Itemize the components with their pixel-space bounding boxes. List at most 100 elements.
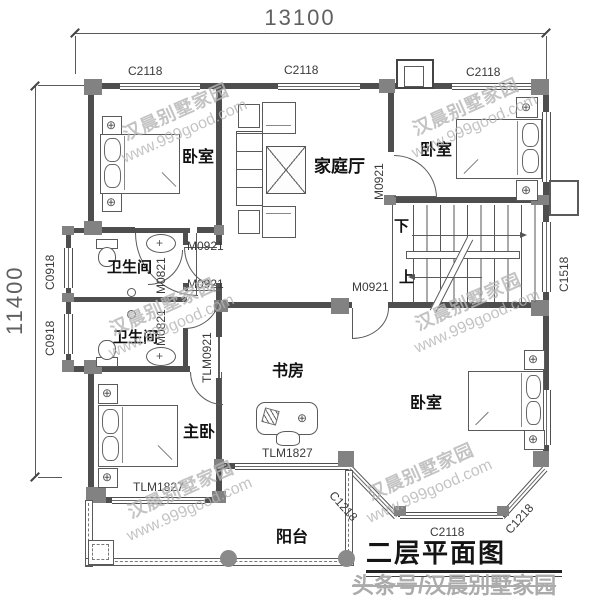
pillar: [86, 487, 106, 503]
door-leaf-bathroom-lower: [185, 290, 221, 291]
balcony-column: [220, 550, 237, 567]
window-c0918-lower: [64, 314, 73, 354]
balcony-rail-left: [85, 500, 93, 567]
pillar: [214, 225, 224, 235]
dim-extension: [75, 36, 76, 74]
code-tlm1827-master: TLM1827: [133, 480, 184, 494]
wall-study-bottom: [216, 463, 235, 469]
pillar: [394, 506, 406, 516]
code-c0918-lower: C0918: [43, 320, 57, 356]
door-leaf-bedroom2: [394, 196, 436, 197]
plan-title: 二层平面图: [366, 538, 507, 568]
nightstand: ⊕: [516, 97, 538, 118]
wall-right: [543, 83, 549, 112]
window-c2118-top-right: [452, 83, 535, 90]
tea-table-glass: [266, 146, 306, 194]
pillar: [531, 79, 549, 95]
footer-watermark: 头条号/汉晨别墅家园: [352, 573, 557, 598]
stair-up-label: 上: [399, 269, 415, 286]
nightstand: ⊕: [98, 468, 118, 488]
wall-left-upper: [88, 83, 94, 233]
pillar: [62, 293, 74, 302]
wall-bedroom2-west: [388, 83, 394, 152]
door-tlm1827-study: [235, 463, 350, 470]
pillar: [338, 451, 354, 467]
wall-bath-top: [66, 228, 190, 233]
toilet-bowl: [98, 340, 116, 360]
wall-mid-horizontal: [216, 302, 352, 308]
sink: [146, 347, 176, 366]
stair-down-arrow: [412, 235, 525, 236]
wall-bath-left: [66, 228, 71, 248]
wall-bedroom1-bottom: [197, 227, 222, 233]
wall-bath-divider: [66, 297, 187, 302]
wall-master-left: [88, 366, 94, 503]
side-table: [238, 104, 260, 128]
window-c2118-top-center: [278, 83, 360, 90]
toilet-bowl: [98, 247, 116, 267]
pillar: [62, 360, 74, 372]
flower-icon: ⊕: [102, 470, 113, 484]
wall-stair-bottom: [388, 302, 549, 308]
room-label-family-hall: 家庭厅: [314, 157, 365, 176]
door-leaf-corridor: [184, 247, 217, 248]
room-label-bedroom-topright: 卧室: [420, 142, 453, 159]
balcony-rail-right-dash: [348, 473, 349, 557]
window-bedroom2-right: [542, 112, 551, 182]
window-c2118-top-left: [120, 83, 200, 90]
pillar: [331, 298, 349, 314]
wall-right: [543, 292, 549, 390]
code-c2118-topright: C2118: [466, 65, 501, 79]
pillar: [84, 79, 102, 95]
title-underline-thin: [366, 576, 562, 577]
wall-bedroom2-bottom: [388, 197, 549, 203]
dim-extension: [546, 36, 547, 80]
code-m0921-corridor: M0921: [187, 277, 224, 291]
room-label-bathroom-lower: 卫生间: [113, 329, 159, 346]
side-table: [238, 210, 260, 234]
stair-stringer: [392, 205, 393, 302]
code-m0821-upper: M0821: [154, 257, 168, 294]
stair-up-arrow: [414, 277, 482, 278]
sliding-door-tlm0921: [218, 337, 220, 378]
pillar: [379, 79, 395, 93]
bed-bottomright: [468, 371, 544, 431]
room-label-bedroom-bottomright: 卧室: [410, 395, 443, 412]
plus-icon: +: [156, 349, 164, 363]
sink: [146, 234, 176, 253]
code-m0921-bedroom2: M0921: [372, 163, 386, 200]
flower-icon: ⊕: [106, 118, 117, 132]
flower-icon: ⊕: [297, 411, 308, 425]
stair-up-arrowhead: [408, 274, 415, 280]
code-c2118-topcenter: C2118: [284, 63, 319, 77]
code-c2118-bay: C2118: [430, 525, 465, 539]
flower-icon: ⊕: [528, 352, 539, 366]
code-c0918-upper: C0918: [43, 254, 57, 290]
door-tlm1827-master: [112, 497, 205, 504]
pillar: [531, 195, 549, 205]
flower-icon: ⊕: [102, 386, 113, 400]
pillar: [497, 506, 509, 516]
code-tlm0921: TLM0921: [200, 332, 214, 383]
pillar: [84, 221, 102, 235]
bed-topleft: [100, 134, 180, 194]
top-wall-bumpout-inner: [404, 66, 424, 87]
window-c0918-upper: [64, 248, 73, 288]
room-label-master-bedroom: 主卧: [183, 424, 216, 441]
nightstand: ⊕: [524, 430, 545, 450]
desk-chair: [276, 431, 300, 446]
room-label-study: 书房: [272, 363, 305, 380]
flower-icon: ⊕: [521, 100, 532, 114]
nightstand: ⊕: [102, 193, 122, 212]
code-m0921-vestibule: M0921: [352, 280, 389, 294]
wall-study-west: [216, 378, 222, 463]
floor-drain: [127, 288, 136, 297]
nightstand: ⊕: [524, 350, 545, 370]
armchair: [262, 102, 296, 134]
stair-down-arrowhead: [520, 232, 527, 238]
dim-extension: [38, 477, 62, 478]
top-dimension-value: 13100: [264, 5, 336, 30]
room-label-bathroom-upper: 卫生间: [107, 259, 153, 276]
wall-bath-right: [183, 328, 188, 366]
wall-bath-bottom: [66, 366, 190, 372]
